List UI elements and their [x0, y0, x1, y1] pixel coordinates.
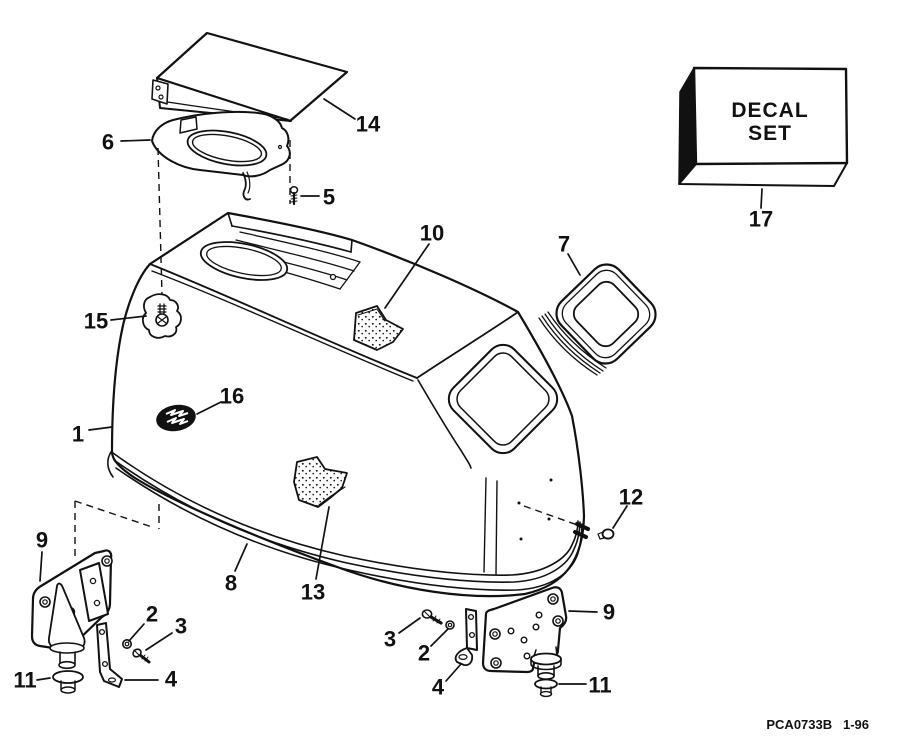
callout-leader-2 — [430, 628, 449, 647]
callout-label-16: 16 — [220, 384, 244, 409]
callout-leader-13 — [315, 506, 330, 580]
callout-label-8: 8 — [225, 571, 237, 596]
bracket-cluster-left — [30, 549, 151, 694]
callout-leader-7 — [567, 253, 581, 276]
callout-label-14: 14 — [356, 112, 381, 137]
callout-leader-3 — [398, 617, 421, 634]
screw-right — [421, 609, 443, 625]
callout-leader-4 — [445, 663, 462, 682]
callout-label-7: 7 — [558, 232, 570, 257]
angle-bracket-left — [96, 622, 123, 688]
angle-bracket-right — [454, 608, 478, 667]
callout-label-3: 3 — [384, 627, 396, 652]
retainer-clip — [597, 528, 615, 540]
callout-label-3: 3 — [175, 614, 187, 639]
callout-leader-8 — [234, 543, 248, 572]
callout-label-9: 9 — [36, 528, 48, 553]
callout-label-9: 9 — [603, 600, 615, 625]
decal-box-line2: SET — [748, 122, 792, 145]
callout-label-10: 10 — [420, 221, 444, 246]
callout-label-11: 11 — [13, 668, 36, 693]
callout-leader-14 — [323, 98, 356, 120]
latch-knob — [142, 293, 182, 339]
alignment-dashes — [74, 140, 584, 559]
bracket-cluster-right — [421, 528, 615, 698]
grommet-right — [534, 678, 558, 698]
callout-label-4: 4 — [432, 675, 445, 700]
decal-patch-lower — [293, 456, 348, 508]
bracket-plate-left — [30, 549, 113, 670]
callout-leader-1 — [88, 426, 113, 431]
gasket-plate — [151, 110, 291, 201]
callout-leader-9 — [568, 610, 598, 613]
seal-ring — [538, 263, 657, 376]
callout-label-5: 5 — [323, 185, 335, 210]
callout-leader-9 — [39, 551, 43, 582]
callout-label-2: 2 — [146, 602, 158, 627]
brand-logo — [156, 404, 196, 432]
air-intake-opening — [199, 241, 337, 281]
callout-label-17: 17 — [749, 207, 773, 232]
engine-cover-body — [107, 211, 590, 598]
callout-leader-12 — [612, 505, 628, 529]
decal-box-line1: DECAL — [731, 99, 808, 122]
callout-leader-16 — [196, 401, 222, 415]
callout-leader-6 — [120, 139, 151, 142]
callout-leader-10 — [384, 243, 430, 309]
washer-right — [445, 620, 455, 630]
callout-label-11: 11 — [588, 673, 611, 698]
decal-set-box: DECAL SET — [678, 66, 849, 187]
callout-leader-3 — [145, 632, 173, 651]
washer-left — [122, 638, 133, 649]
callout-leader-15 — [110, 315, 147, 321]
callout-label-1: 1 — [72, 422, 84, 447]
callout-label-2: 2 — [418, 641, 430, 666]
callout-label-15: 15 — [84, 309, 108, 334]
window-opening — [447, 343, 559, 455]
decal-patch-upper — [353, 305, 404, 351]
callout-label-4: 4 — [165, 667, 178, 692]
footer-part-code: PCA0733B 1-96 — [766, 717, 869, 732]
callout-leader-11 — [36, 677, 51, 681]
callout-leader-2 — [128, 623, 145, 642]
grommet-left — [52, 670, 84, 694]
screw-left — [132, 648, 151, 664]
bracket-plate-right — [481, 586, 568, 680]
callout-label-12: 12 — [619, 485, 643, 510]
callout-leader-17 — [760, 188, 763, 209]
screw-5 — [289, 186, 299, 206]
rivet-dots — [517, 478, 553, 541]
callout-label-13: 13 — [301, 580, 325, 605]
callout-label-6: 6 — [102, 130, 114, 155]
top-cover-lid — [151, 31, 349, 123]
